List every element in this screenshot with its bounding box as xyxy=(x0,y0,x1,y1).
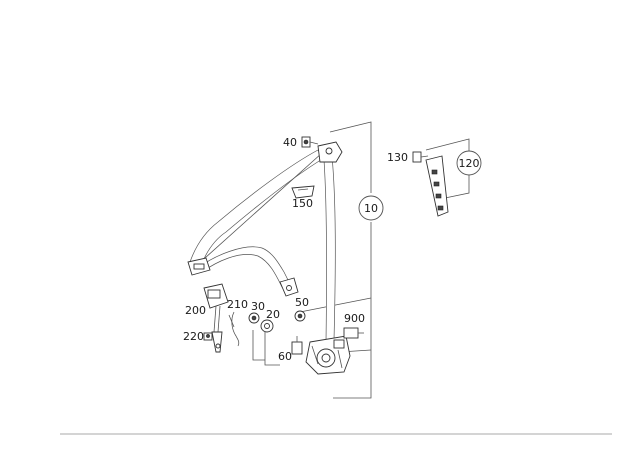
svg-text:10: 10 xyxy=(364,202,378,215)
buckle-200-icon xyxy=(203,283,229,353)
part-label-130: 130 xyxy=(387,151,408,164)
bolt-220-icon xyxy=(203,332,213,341)
part-label-200: 200 xyxy=(185,304,206,317)
nut-30-icon xyxy=(248,312,260,324)
height-adjuster-120-icon xyxy=(425,155,449,217)
bolt-40-icon xyxy=(301,136,319,148)
part-900-icon xyxy=(343,327,364,339)
belt-retractor-icon xyxy=(305,335,351,375)
part-label-60: 60 xyxy=(278,350,292,363)
bolt-50-icon xyxy=(294,310,306,322)
upper-anchor-guide xyxy=(317,141,343,163)
washer-20-icon xyxy=(260,319,274,333)
cable-210-icon xyxy=(231,311,240,347)
part-label-20: 20 xyxy=(266,308,280,321)
clip-150-icon xyxy=(291,185,315,199)
part-label-210: 210 xyxy=(227,298,248,311)
bolt-60-icon xyxy=(291,336,303,355)
part-label-30: 30 xyxy=(251,300,265,313)
group-bracket-10 xyxy=(299,121,372,399)
part-label-50: 50 xyxy=(295,296,309,309)
vertical-belt-webbing xyxy=(323,155,336,343)
part-label-10: 10 xyxy=(358,195,384,221)
part-label-220: 220 xyxy=(183,330,204,343)
bolt-130-icon xyxy=(412,151,429,163)
belt-tongue-icon xyxy=(187,257,211,276)
svg-text:120: 120 xyxy=(459,157,480,170)
group-bracket-120 xyxy=(425,138,470,199)
lap-belt-webbing xyxy=(197,246,291,288)
lap-anchor-icon xyxy=(279,277,299,297)
part-label-150: 150 xyxy=(292,197,313,210)
part-label-900: 900 xyxy=(344,312,365,325)
part-label-40: 40 xyxy=(283,136,297,149)
part-label-120: 120 xyxy=(456,150,482,176)
